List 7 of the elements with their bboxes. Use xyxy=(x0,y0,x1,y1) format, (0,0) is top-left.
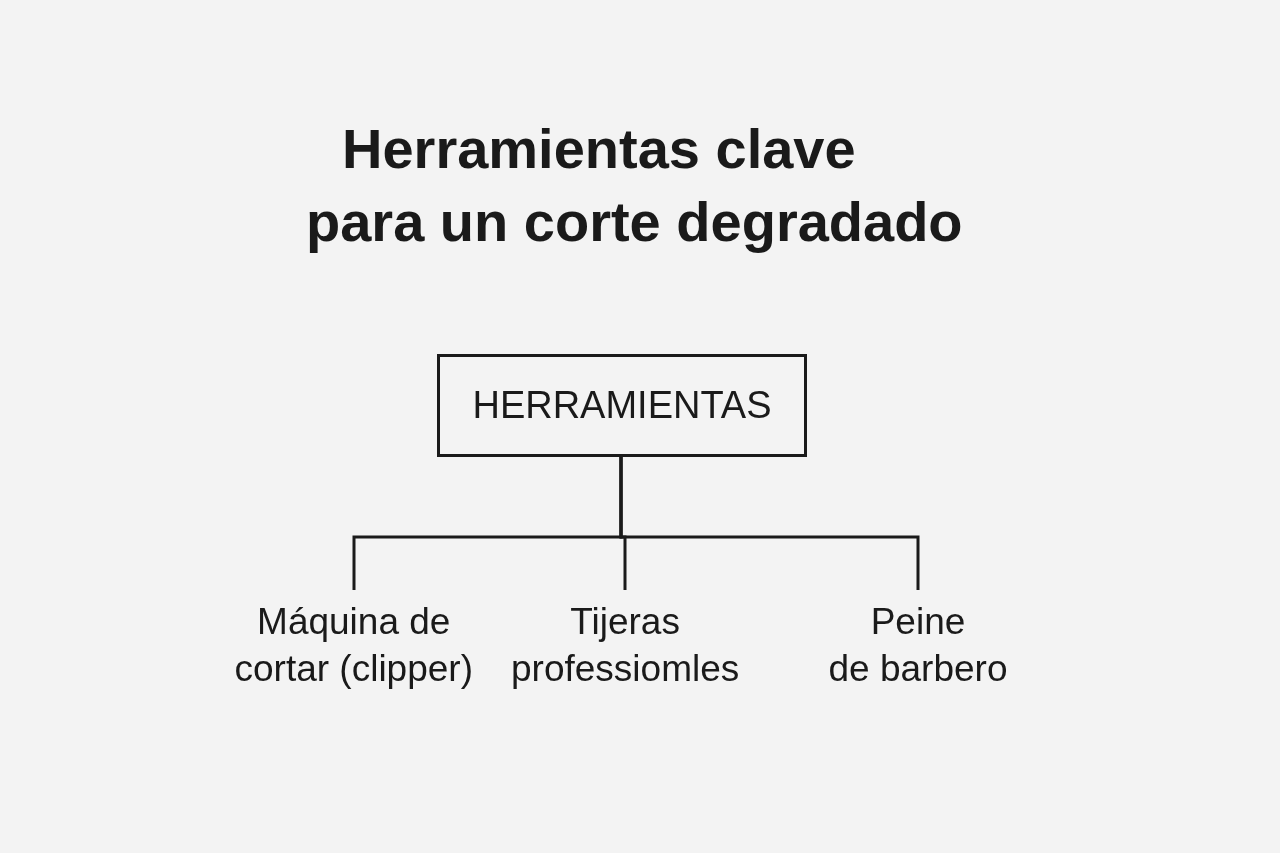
tool-label: Tijeras professiomles xyxy=(511,590,740,692)
connector-line xyxy=(619,457,920,590)
category-box xyxy=(437,354,807,457)
tool-label: Peine de barbero xyxy=(828,590,1008,692)
title: Herramientas clave para un corte degradado xyxy=(306,116,963,255)
category-label: HERRAMIENTAS xyxy=(472,384,772,427)
tool-label: Máquina de cortar (clipper) xyxy=(234,590,473,692)
